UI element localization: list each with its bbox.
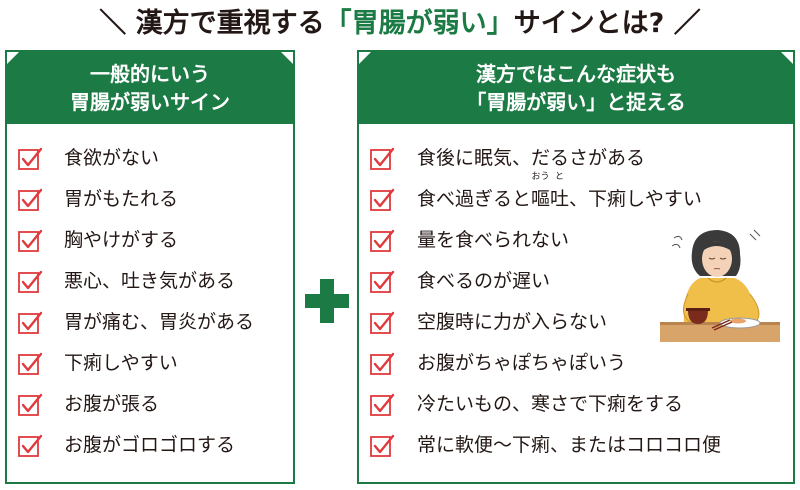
- checkbox-checked-icon: [18, 393, 43, 416]
- kampo-signs-list: 食後に眠気、だるさがある 食べ過ぎるとおう嘔と吐、下痢しやすい 量を食べられない…: [359, 138, 793, 466]
- item-text-pre: 食べ過ぎると: [417, 188, 532, 210]
- corner-notch: [7, 52, 19, 64]
- general-signs-heading: 一般的にいう 胃腸が弱いサイン: [7, 52, 293, 124]
- checkbox-checked-icon: [370, 188, 395, 211]
- item-text: お腹がゴロゴロする: [64, 434, 236, 456]
- checkbox-checked-icon: [18, 352, 43, 375]
- heading-line: 胃腸が弱いサイン: [70, 90, 230, 114]
- list-item: 冷たいもの、寒さで下痢をする: [359, 384, 793, 425]
- checkbox-checked-icon: [370, 434, 395, 457]
- heading-line: 一般的にいう: [90, 62, 210, 86]
- corner-notch: [281, 52, 293, 64]
- checkbox-checked-icon: [370, 352, 395, 375]
- item-text: 胸やけがする: [64, 229, 179, 251]
- checkbox-checked-icon: [18, 229, 43, 252]
- kanji: 吐: [550, 188, 570, 210]
- list-item: 食後に眠気、だるさがある: [359, 138, 793, 179]
- list-item: 食べ過ぎるとおう嘔と吐、下痢しやすい: [359, 172, 793, 220]
- item-text: 下痢しやすい: [64, 352, 178, 374]
- tired-woman-illustration: [660, 229, 780, 342]
- item-text: 食べ過ぎるとおう嘔と吐、下痢しやすい: [417, 172, 702, 214]
- list-item: お腹がゴロゴロする: [7, 425, 293, 466]
- item-text: 冷たいもの、寒さで下痢をする: [417, 393, 684, 415]
- list-item: 下痢しやすい: [7, 343, 293, 384]
- title-highlight: 「胃腸が弱い」: [324, 8, 514, 39]
- item-text: 胃が痛む、胃炎がある: [64, 311, 255, 333]
- list-item: 量を食べられない: [359, 220, 793, 261]
- plus-icon: [305, 279, 349, 323]
- checkbox-checked-icon: [370, 147, 395, 170]
- heading-line: 「胃腸が弱い」と捉える: [466, 90, 686, 114]
- list-item: 常に軟便～下痢、またはコロコロ便: [359, 425, 793, 466]
- list-item: 胃がもたれる: [7, 179, 293, 220]
- list-item: お腹が張る: [7, 384, 293, 425]
- item-text: 食欲がない: [64, 147, 160, 169]
- list-item: 胃が痛む、胃炎がある: [7, 302, 293, 343]
- item-text: 食後に眠気、だるさがある: [417, 147, 646, 169]
- checkbox-checked-icon: [370, 229, 395, 252]
- corner-notch: [781, 52, 793, 64]
- item-text-post: 、下痢しやすい: [569, 188, 702, 210]
- title-pre: ＼ 漢方で重視する: [99, 8, 325, 39]
- item-text: 量を食べられない: [417, 229, 570, 251]
- ruby-reading: と: [555, 172, 565, 182]
- title-post: サインとは? ／: [513, 8, 701, 39]
- corner-notch: [359, 52, 371, 64]
- page-title: ＼ 漢方で重視する「胃腸が弱い」サインとは? ／: [0, 4, 800, 44]
- checkbox-checked-icon: [18, 147, 43, 170]
- checkbox-checked-icon: [370, 393, 395, 416]
- heading-line: 漢方ではこんな症状も: [476, 62, 676, 86]
- item-text: お腹がちゃぽちゃぽいう: [417, 352, 627, 374]
- checkbox-checked-icon: [18, 188, 43, 211]
- kanji: 嘔: [531, 188, 551, 210]
- list-item: お腹がちゃぽちゃぽいう: [359, 343, 793, 384]
- ruby-kanji: おう嘔: [531, 172, 551, 214]
- list-item: 悪心、吐き気がある: [7, 261, 293, 302]
- list-item: 食欲がない: [7, 138, 293, 179]
- list-item: 胸やけがする: [7, 220, 293, 261]
- checkbox-checked-icon: [18, 270, 43, 293]
- general-signs-panel: 一般的にいう 胃腸が弱いサイン 食欲がない 胃がもたれる 胸やけがする 悪心、吐…: [5, 50, 295, 484]
- checkbox-checked-icon: [370, 270, 395, 293]
- item-text: 悪心、吐き気がある: [64, 270, 236, 292]
- kampo-signs-heading: 漢方ではこんな症状も 「胃腸が弱い」と捉える: [359, 52, 793, 124]
- ruby-kanji: と吐: [550, 172, 570, 214]
- list-item: 食べるのが遅い: [359, 261, 793, 302]
- general-signs-list: 食欲がない 胃がもたれる 胸やけがする 悪心、吐き気がある 胃が痛む、胃炎がある…: [7, 138, 293, 466]
- checkbox-checked-icon: [370, 311, 395, 334]
- item-text: 胃がもたれる: [64, 188, 179, 210]
- checkbox-checked-icon: [18, 311, 43, 334]
- item-text: 常に軟便～下痢、またはコロコロ便: [417, 434, 722, 456]
- item-text: 食べるのが遅い: [417, 270, 551, 292]
- list-item: 空腹時に力が入らない: [359, 302, 793, 343]
- item-text: お腹が張る: [64, 393, 160, 415]
- checkbox-checked-icon: [18, 434, 43, 457]
- ruby-reading: おう: [531, 172, 550, 182]
- item-text: 空腹時に力が入らない: [417, 311, 608, 333]
